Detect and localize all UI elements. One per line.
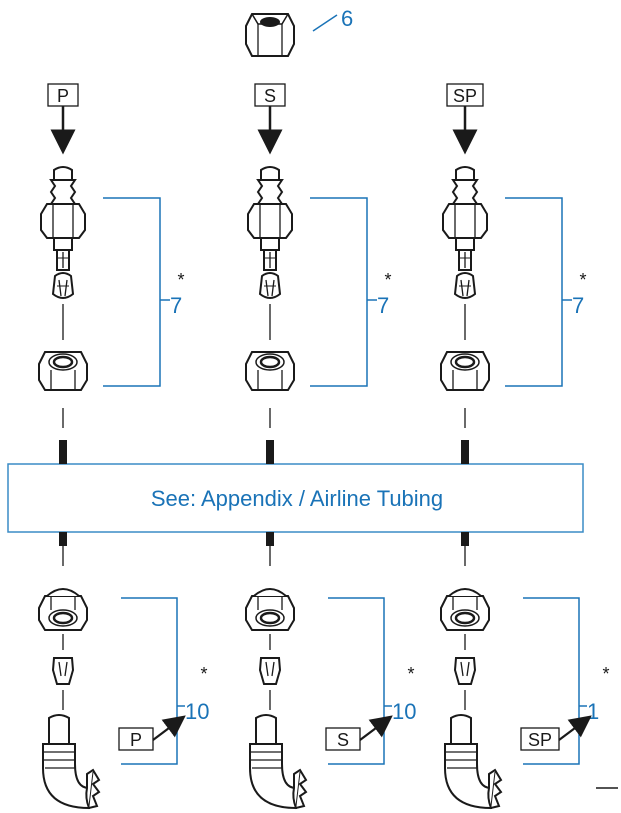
compression-nut-icon [37, 587, 89, 632]
upper-bracket [505, 197, 563, 387]
lower-bracket [121, 597, 178, 765]
upper-callout-label: 7 [377, 293, 389, 318]
upper-asterisk: * [384, 270, 391, 290]
arrow-label: S [337, 730, 349, 750]
arrow-label: P [130, 730, 142, 750]
upper-callout-label: 7 [170, 293, 182, 318]
tubing-icon [59, 440, 67, 464]
column-s: S 7 * 10 * S [244, 83, 416, 809]
ferrule-icon [259, 657, 281, 685]
arrow-icon [359, 715, 393, 741]
tubing-icon [266, 440, 274, 464]
elbow-fitting-icon [42, 714, 100, 809]
ferrule-icon [454, 657, 476, 685]
compression-nut-icon [37, 350, 89, 392]
banner-box [7, 463, 584, 533]
top-hex-nut-icon [245, 13, 295, 57]
ferrule-icon [52, 272, 74, 299]
type-label: P [57, 86, 69, 106]
arrow-icon [558, 715, 592, 741]
column-sp: SP7*1*SP [439, 83, 610, 809]
compression-nut-icon [439, 587, 491, 632]
upper-bracket [103, 197, 161, 387]
lower-asterisk: * [200, 664, 207, 684]
callout-6-label: 6 [341, 6, 353, 31]
type-label: S [264, 86, 276, 106]
upper-asterisk: * [579, 270, 586, 290]
ferrule-icon [259, 272, 281, 299]
ferrule-icon [454, 272, 476, 299]
type-label: SP [453, 86, 477, 106]
tubing-icon [59, 532, 67, 546]
upper-callout-label: 7 [572, 293, 584, 318]
upper-bracket [310, 197, 368, 387]
lower-callout-label: 10 [392, 699, 416, 724]
column-p: P 7 * 10 * P [37, 83, 209, 809]
ferrule-icon [52, 657, 74, 685]
compression-nut-icon [439, 350, 491, 392]
elbow-fitting-icon [249, 714, 307, 809]
lower-bracket [328, 597, 385, 765]
compression-nut-icon [244, 587, 296, 632]
compression-nut-icon [244, 350, 296, 392]
lower-asterisk: * [602, 664, 609, 684]
upper-asterisk: * [177, 270, 184, 290]
banner-text: See: Appendix / Airline Tubing [151, 486, 443, 511]
elbow-fitting-icon [444, 714, 502, 809]
tubing-icon [461, 532, 469, 546]
arrow-icon [152, 715, 186, 741]
lower-callout-label: 10 [185, 699, 209, 724]
callout-6-leader [312, 14, 338, 32]
tubing-icon [266, 532, 274, 546]
lower-bracket [523, 597, 580, 765]
lower-asterisk: * [407, 664, 414, 684]
lower-callout-label: 1 [587, 699, 599, 724]
tubing-icon [461, 440, 469, 464]
arrow-label: SP [528, 730, 552, 750]
